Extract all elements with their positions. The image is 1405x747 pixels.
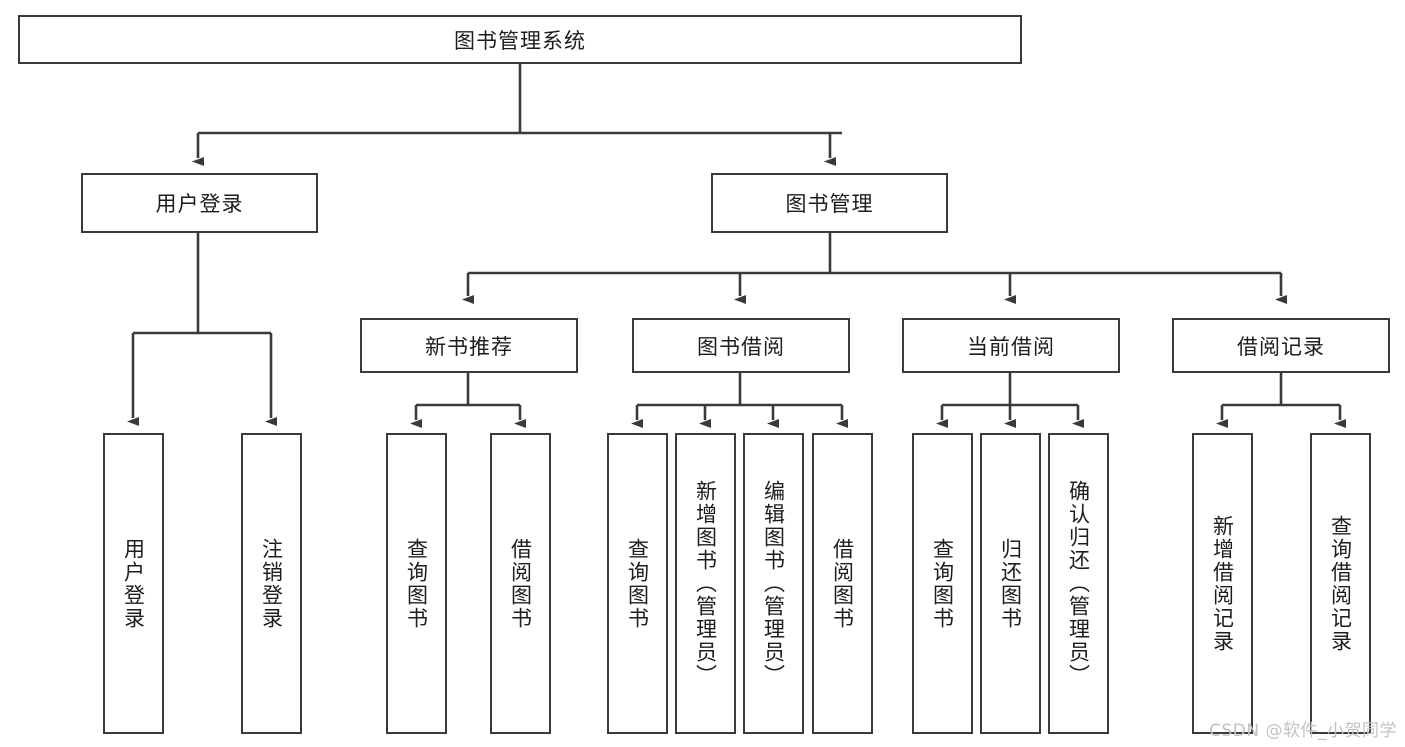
node-new-book-rec-label: 新书推荐 xyxy=(425,334,513,359)
leaf-user-login-label: 用户登录 xyxy=(121,537,146,630)
leaf-borrow-book-1[interactable]: 借阅图书 xyxy=(490,433,551,734)
leaf-borrow-book-1-label: 借阅图书 xyxy=(508,537,533,630)
leaf-query-book-1[interactable]: 查询图书 xyxy=(386,433,447,734)
node-book-borrow[interactable]: 图书借阅 xyxy=(632,318,850,373)
leaf-borrow-book-2[interactable]: 借阅图书 xyxy=(812,433,873,734)
leaf-edit-book[interactable]: 编辑图书（管理员） xyxy=(743,433,804,734)
node-borrow-record[interactable]: 借阅记录 xyxy=(1172,318,1390,373)
leaf-query-record-label: 查询借阅记录 xyxy=(1328,514,1353,653)
node-book-manage-label: 图书管理 xyxy=(785,192,874,216)
leaf-query-book-1-label: 查询图书 xyxy=(404,537,429,630)
leaf-add-book[interactable]: 新增图书（管理员） xyxy=(675,433,736,734)
leaf-edit-book-label: 编辑图书（管理员） xyxy=(761,480,786,687)
leaf-confirm-return-label: 确认归还（管理员） xyxy=(1066,480,1091,687)
leaf-query-book-2-label: 查询图书 xyxy=(625,537,650,630)
leaf-add-record[interactable]: 新增借阅记录 xyxy=(1192,433,1253,734)
node-borrow-record-label: 借阅记录 xyxy=(1237,334,1325,359)
node-current-borrow[interactable]: 当前借阅 xyxy=(902,318,1120,373)
node-root[interactable]: 图书管理系统 xyxy=(18,15,1022,64)
node-new-book-rec[interactable]: 新书推荐 xyxy=(360,318,578,373)
leaf-return-book[interactable]: 归还图书 xyxy=(980,433,1041,734)
leaf-query-record[interactable]: 查询借阅记录 xyxy=(1310,433,1371,734)
leaf-add-book-label: 新增图书（管理员） xyxy=(693,480,718,687)
leaf-user-login[interactable]: 用户登录 xyxy=(103,433,164,734)
leaf-confirm-return[interactable]: 确认归还（管理员） xyxy=(1048,433,1109,734)
leaf-add-record-label: 新增借阅记录 xyxy=(1210,514,1235,653)
leaf-query-book-3-label: 查询图书 xyxy=(930,537,955,630)
node-book-borrow-label: 图书借阅 xyxy=(697,334,785,359)
watermark: CSDN @软件_小贺同学 xyxy=(1209,721,1397,741)
leaf-query-book-2[interactable]: 查询图书 xyxy=(607,433,668,734)
leaf-borrow-book-2-label: 借阅图书 xyxy=(830,537,855,630)
leaf-return-book-label: 归还图书 xyxy=(998,537,1023,630)
node-root-label: 图书管理系统 xyxy=(454,28,586,53)
node-book-manage[interactable]: 图书管理 xyxy=(711,173,948,233)
node-user-login-label: 用户登录 xyxy=(155,192,244,216)
leaf-query-book-3[interactable]: 查询图书 xyxy=(912,433,973,734)
leaf-user-logout[interactable]: 注销登录 xyxy=(241,433,302,734)
node-user-login[interactable]: 用户登录 xyxy=(81,173,318,233)
leaf-user-logout-label: 注销登录 xyxy=(259,537,284,630)
node-current-borrow-label: 当前借阅 xyxy=(967,334,1055,359)
